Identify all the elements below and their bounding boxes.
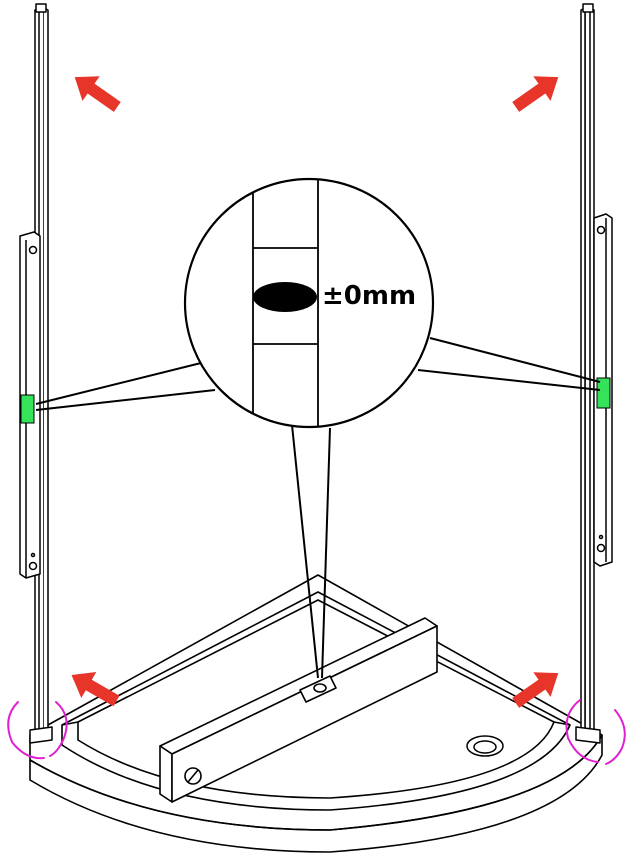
arrow-icon [74, 76, 121, 112]
rotation-marks [7, 699, 626, 765]
level-reading: ±0mm [322, 281, 417, 311]
right-bubble-vial [596, 377, 611, 409]
rotate-arc-icon [565, 699, 626, 765]
left-wall-profile [19, 3, 53, 744]
arrow-icon [71, 672, 120, 707]
tray-spirit-level [159, 617, 438, 803]
direction-arrows [71, 76, 559, 708]
right-wall-profile [575, 3, 613, 744]
callout-leaders [35, 337, 601, 679]
arrow-icon [512, 76, 559, 112]
arrow-icon [512, 672, 559, 708]
tray-inner-rim [61, 591, 571, 811]
tray-basin [77, 599, 555, 799]
left-bubble-vial [20, 394, 35, 424]
bubble [253, 282, 317, 312]
rotate-arc-icon [7, 701, 68, 760]
tray-front-skirt [29, 735, 603, 853]
magnified-callout [183, 177, 435, 429]
drain [466, 735, 504, 757]
